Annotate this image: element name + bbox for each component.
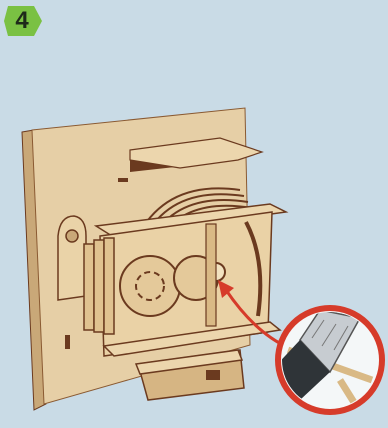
bracket-hole — [66, 230, 78, 242]
board-slot — [65, 335, 70, 349]
detail-callout — [270, 308, 382, 412]
bracket-notch — [206, 370, 220, 380]
left-bracket — [58, 216, 86, 300]
front-dial-left — [120, 256, 180, 316]
side-plates — [84, 238, 114, 334]
board-slot — [118, 178, 128, 182]
center-divider — [206, 224, 216, 326]
